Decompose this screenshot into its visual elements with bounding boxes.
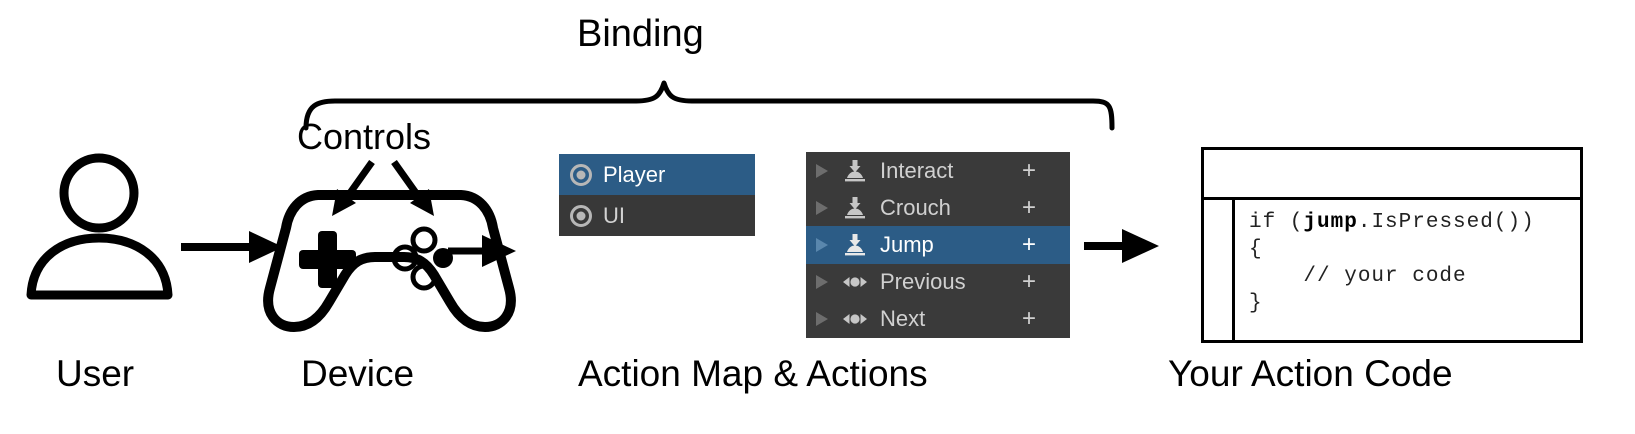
caption-action-map: Action Map & Actions [578, 353, 928, 394]
radial-action-map-icon [570, 163, 592, 186]
add-binding-button[interactable]: + [1021, 156, 1036, 184]
code-line-1-prefix: if ( [1249, 211, 1304, 234]
add-binding-button[interactable]: + [1021, 268, 1036, 296]
action-label: Next [880, 306, 926, 332]
action-map-row-ui[interactable]: UI [559, 195, 755, 236]
controls-pointer-arrows [332, 159, 434, 216]
chevron-right-icon[interactable] [816, 163, 828, 178]
code-line-1-suffix: .IsPressed()) [1357, 211, 1535, 234]
chevron-right-icon[interactable] [816, 312, 828, 327]
actions-panel: Interact + Crouch + Jump + [806, 152, 1070, 338]
action-row-jump[interactable]: Jump + [806, 226, 1070, 264]
action-map-panel: Player UI [559, 154, 755, 236]
action-row-next[interactable]: Next + [806, 301, 1070, 338]
code-editor-text[interactable]: if (jump.IsPressed()) { // your code } [1235, 200, 1580, 340]
action-row-interact[interactable]: Interact + [806, 152, 1070, 189]
add-binding-button[interactable]: + [1021, 230, 1036, 258]
action-row-crouch[interactable]: Crouch + [806, 189, 1070, 226]
face-button-right-active [433, 248, 453, 268]
action-label: Previous [880, 269, 966, 295]
action-map-row-player[interactable]: Player [559, 154, 755, 195]
action-row-previous[interactable]: Previous + [806, 264, 1070, 301]
face-button-bottom [410, 263, 438, 291]
caption-device: Device [301, 353, 415, 394]
action-label: Jump [880, 231, 934, 257]
code-line-1-variable: jump [1303, 211, 1358, 234]
face-button-left [391, 244, 419, 272]
code-window-titlebar [1204, 150, 1580, 200]
code-gutter [1204, 200, 1235, 340]
radial-action-map-icon [570, 204, 592, 227]
face-button-top [410, 226, 438, 254]
arrow-user-to-device [181, 231, 283, 263]
arrow-device-to-actionmap [448, 235, 516, 267]
add-binding-button[interactable]: + [1021, 193, 1036, 221]
binding-label: Binding [577, 13, 704, 55]
button-action-icon [845, 159, 865, 181]
arrow-actions-to-code [1084, 229, 1159, 263]
code-line-2: { [1249, 238, 1263, 261]
code-line-4: } [1249, 292, 1263, 315]
axis-action-icon [843, 314, 867, 325]
caption-user: User [56, 353, 135, 394]
button-action-icon [845, 196, 865, 219]
dpad-icon [299, 231, 356, 288]
gamepad-icon [263, 190, 516, 332]
code-window: if (jump.IsPressed()) { // your code } [1201, 147, 1583, 343]
caption-code: Your Action Code [1168, 353, 1453, 394]
chevron-right-icon[interactable] [816, 275, 828, 290]
user-icon [26, 153, 173, 300]
action-label: Crouch [880, 194, 951, 220]
controls-label: Controls [297, 116, 432, 157]
add-binding-button[interactable]: + [1021, 305, 1036, 333]
action-label: Interact [880, 157, 954, 183]
action-map-label: UI [603, 202, 625, 228]
code-window-body: if (jump.IsPressed()) { // your code } [1204, 200, 1580, 340]
axis-action-icon [843, 277, 867, 288]
button-action-icon [845, 233, 865, 256]
code-line-3: // your code [1249, 265, 1467, 288]
chevron-right-icon[interactable] [816, 200, 828, 215]
action-map-label: Player [603, 161, 666, 187]
chevron-right-icon[interactable] [816, 237, 828, 252]
